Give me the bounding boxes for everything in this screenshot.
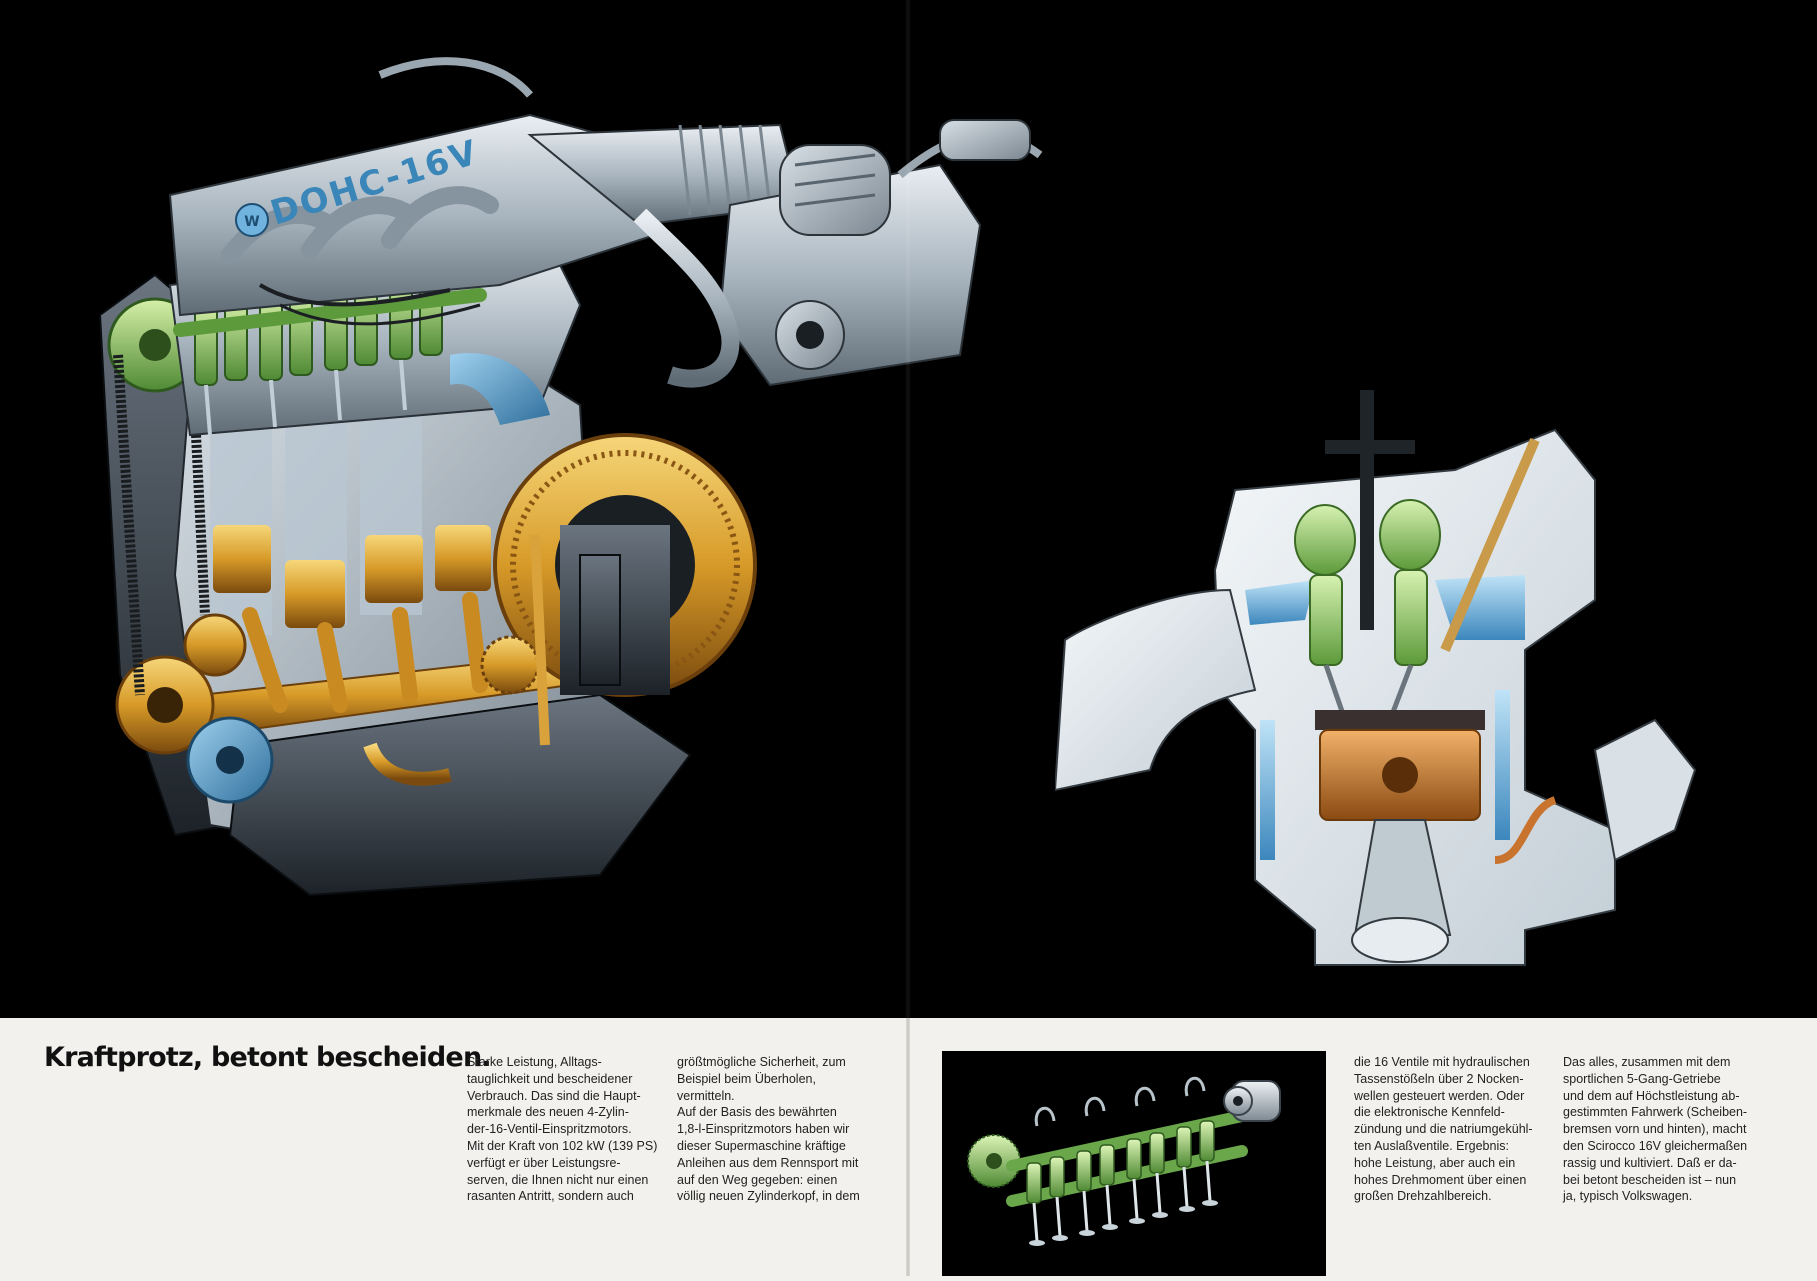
page-headline: Kraftprotz, betont bescheiden. xyxy=(44,1042,492,1073)
camshaft-valvetrain-illustration xyxy=(967,1077,1281,1246)
body-text-column-3: die 16 Ventile mit hydraulischen Tassens… xyxy=(1354,1055,1533,1204)
body-text-column-1: Starke Leistung, Alltags- tauglichkeit u… xyxy=(467,1055,658,1204)
svg-text:W: W xyxy=(244,214,259,230)
engine-cutaway-illustration: W DOHC-16V xyxy=(98,57,1043,897)
page-gutter-lower xyxy=(906,1018,910,1276)
camshaft-inset-photo xyxy=(942,1051,1326,1276)
page-gutter xyxy=(905,0,911,1276)
vw-logo-icon: W xyxy=(235,203,269,237)
body-text-column-2: größtmögliche Sicherheit, zum Beispiel b… xyxy=(677,1055,860,1204)
body-text-column-4: Das alles, zusammen mit dem sportlichen … xyxy=(1563,1055,1748,1204)
cylinder-head-cross-section-illustration xyxy=(1055,390,1697,966)
